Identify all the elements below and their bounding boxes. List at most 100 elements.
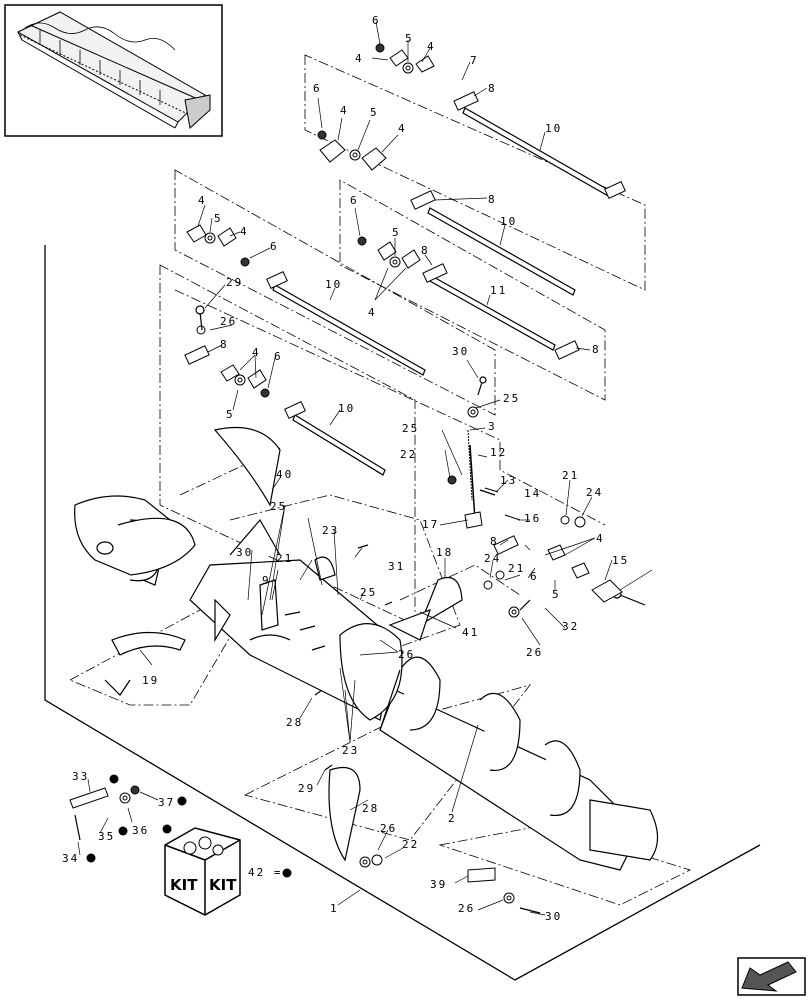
shafts xyxy=(272,107,613,521)
label-4: 4 xyxy=(340,104,349,117)
label-10: 10 xyxy=(545,122,562,135)
label-4: 4 xyxy=(368,306,377,319)
label-12: 12 xyxy=(490,446,507,459)
label-25: 25 xyxy=(402,422,419,435)
label-6: 6 xyxy=(274,350,283,363)
auger-assembly xyxy=(74,426,659,871)
label-26: 26 xyxy=(380,822,397,835)
label-16: 16 xyxy=(524,512,541,525)
bullet-dot-icon xyxy=(282,868,292,878)
label-34: 35 xyxy=(98,830,115,843)
callout-labels: 6 5 4 4 7 8 6 4 5 4 10 8 6 4 5 4 10 5 6 … xyxy=(62,14,629,923)
label-35: 36 xyxy=(132,824,149,837)
header-thumbnail-icon[interactable] xyxy=(4,4,223,137)
label-6: 6 xyxy=(530,570,539,583)
label-25: 25 xyxy=(360,586,377,599)
label-11: 11 xyxy=(490,284,507,297)
label-13: 13 xyxy=(500,474,517,487)
leader-lines xyxy=(77,21,653,916)
label-22: 23 xyxy=(322,524,339,537)
label-1: 1 xyxy=(330,902,339,915)
group-outlines xyxy=(69,54,692,906)
springs-and-pins xyxy=(467,429,521,521)
label-4: 4 xyxy=(240,225,249,238)
label-17: 17 xyxy=(422,518,439,531)
label-27: 28 xyxy=(286,716,303,729)
label-19: 19 xyxy=(142,674,159,687)
label-26: 26 xyxy=(398,648,415,661)
label-3: 3 xyxy=(488,420,497,433)
label-6: 6 xyxy=(313,82,322,95)
label-25: 25 xyxy=(503,392,520,405)
label-32: 33 xyxy=(72,770,89,783)
label-4: 4 xyxy=(355,52,364,65)
label-18: 18 xyxy=(436,546,453,559)
label-7: 7 xyxy=(470,54,479,67)
label-2: 2 xyxy=(448,812,457,825)
label-6: 6 xyxy=(372,14,381,27)
kit-box-icon: KIT KIT xyxy=(164,827,241,916)
next-page-arrow-icon[interactable] xyxy=(737,957,806,996)
label-29: 30 xyxy=(545,910,562,923)
label-8: 8 xyxy=(421,244,430,257)
label-29: 29 xyxy=(226,276,243,289)
label-33: 34 xyxy=(62,852,79,865)
kit-item-bullets xyxy=(86,774,187,863)
label-10: 10 xyxy=(338,402,355,415)
label-14: 14 xyxy=(524,487,541,500)
label-21: 21 xyxy=(562,469,579,482)
label-4: 4 xyxy=(596,532,605,545)
flanges xyxy=(69,49,623,883)
label-38: 40 xyxy=(276,468,293,481)
label-36: 37 xyxy=(158,796,175,809)
label-4: 4 xyxy=(198,194,207,207)
label-22: 22 xyxy=(400,448,417,461)
label-30: 30 xyxy=(236,546,253,559)
label-8: 8 xyxy=(220,338,229,351)
kit-legend-label: 42 = xyxy=(248,866,283,879)
label-4: 4 xyxy=(252,346,261,359)
label-25: 25 xyxy=(270,500,287,513)
label-8: 8 xyxy=(490,535,499,548)
label-21: 22 xyxy=(402,838,419,851)
label-26: 26 xyxy=(526,646,543,659)
label-8: 8 xyxy=(592,343,601,356)
label-5: 5 xyxy=(552,588,561,601)
label-4: 4 xyxy=(427,40,436,53)
label-20: 21 xyxy=(276,552,293,565)
label-15: 15 xyxy=(612,554,629,567)
label-31: 32 xyxy=(562,620,579,633)
label-26: 26 xyxy=(458,902,475,915)
label-6: 6 xyxy=(350,194,359,207)
label-5: 5 xyxy=(370,106,379,119)
frame-outline xyxy=(44,245,761,981)
label-4: 4 xyxy=(398,122,407,135)
label-39: 41 xyxy=(462,626,479,639)
label-24: 24 xyxy=(484,552,501,565)
label-24: 24 xyxy=(586,486,603,499)
label-23: 23 xyxy=(342,744,359,757)
label-9: 9 xyxy=(262,574,271,587)
hardware-small xyxy=(119,43,586,904)
label-28: 28 xyxy=(362,802,379,815)
label-5: 5 xyxy=(392,226,401,239)
label-27: 29 xyxy=(298,782,315,795)
label-5: 5 xyxy=(405,32,414,45)
label-5: 5 xyxy=(226,408,235,421)
label-10: 10 xyxy=(325,278,342,291)
label-5: 5 xyxy=(214,212,223,225)
bolts xyxy=(74,305,646,914)
kit-label-right: KIT xyxy=(209,876,237,894)
label-30: 30 xyxy=(452,345,469,358)
brackets xyxy=(184,91,626,555)
label-37: 39 xyxy=(430,878,447,891)
label-6: 6 xyxy=(270,240,279,253)
kit-label-left: KIT xyxy=(170,876,198,894)
label-8: 8 xyxy=(488,193,497,206)
label-30: 31 xyxy=(388,560,405,573)
label-10: 10 xyxy=(500,215,517,228)
label-8: 8 xyxy=(488,82,497,95)
label-26: 26 xyxy=(220,315,237,328)
label-21: 21 xyxy=(508,562,525,575)
